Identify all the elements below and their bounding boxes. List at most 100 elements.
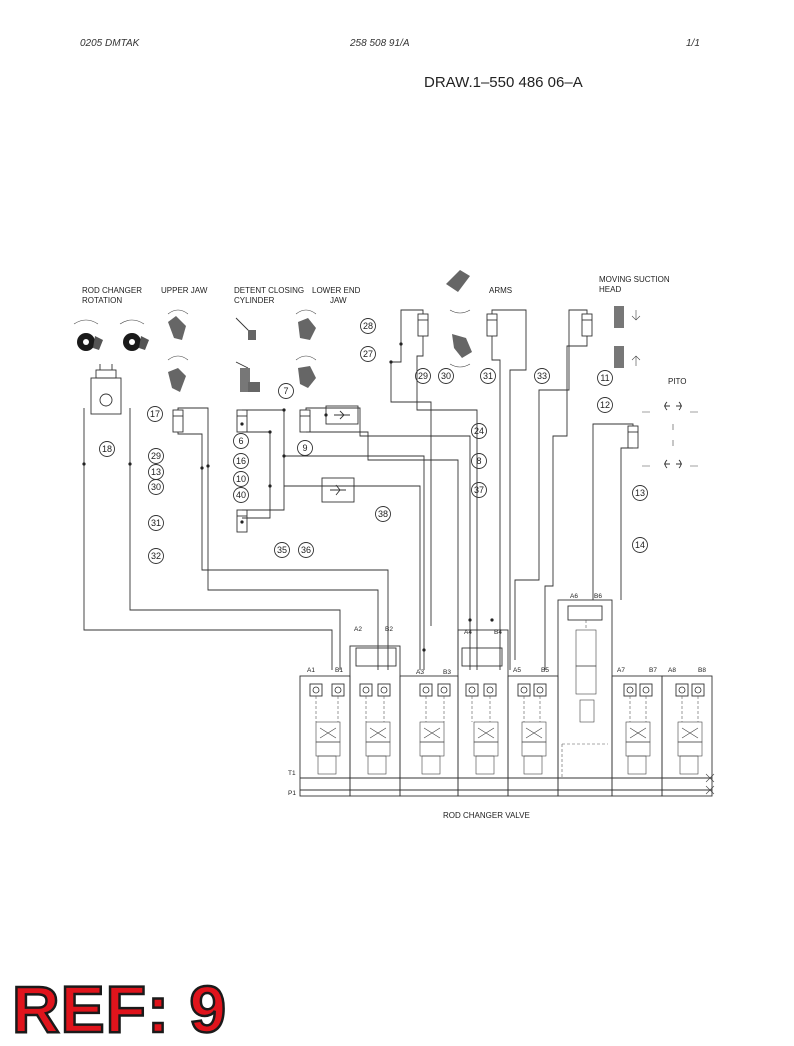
hose-callout-label: 10: [236, 474, 246, 484]
rod-changer-valve-bank: A1 B1 A2 B2 A3 B3 A4 B4 A5 B5 A6 B6 A7 B…: [288, 593, 715, 820]
hose-callouts: 18 17 29 13 30 31 32 16 6 7 9 10 40 35 3…: [99, 318, 648, 564]
hose-callout-label: 9: [302, 443, 307, 453]
rotation-motor-icon-left: [73, 319, 103, 351]
arms-icon-down: [449, 334, 472, 368]
label-line: ROD CHANGER: [82, 286, 142, 295]
suction-head-icon-up: [614, 346, 641, 368]
hose-callout-label: 27: [363, 349, 373, 359]
drawing-number: DRAW.1–550 486 06–A: [424, 74, 583, 91]
hose-callout: 29: [148, 448, 164, 464]
label-line: LOWER END: [312, 286, 361, 295]
valve-section-4: [457, 629, 509, 797]
suction-head-icon-down: [614, 306, 641, 328]
label-line: PITO: [668, 377, 687, 386]
hose-callout-label: 29: [151, 451, 161, 461]
hose-callout-label: 16: [236, 456, 246, 466]
hose-callout: 10: [233, 471, 249, 487]
upper-jaw-icon-open: [167, 309, 189, 340]
label-rod-changer-rotation: ROD CHANGER ROTATION: [82, 286, 142, 305]
valve-title: ROD CHANGER VALVE: [443, 811, 530, 820]
port-label-b7: B7: [649, 667, 657, 674]
line-label-t1: T1: [288, 770, 296, 777]
hose-callout-label: 8: [476, 456, 481, 466]
port-label-a2: A2: [354, 626, 362, 633]
hose-callout: 29: [415, 368, 431, 384]
hose-callout-label: 30: [441, 371, 451, 381]
check-valve-block-upper: [325, 405, 359, 425]
hose-callout: 28: [360, 318, 376, 334]
hose-callout: 37: [471, 482, 487, 498]
hose-callout: 30: [438, 368, 454, 384]
valve-section-6: [557, 599, 613, 797]
port-label-b4: B4: [494, 629, 502, 636]
hose-callout: 7: [278, 383, 294, 399]
label-upper-jaw: UPPER JAW: [161, 286, 208, 295]
label-line: JAW: [330, 296, 347, 305]
label-line: DETENT CLOSING: [234, 286, 304, 295]
label-line: MOVING SUCTION: [599, 275, 670, 284]
hose-callout-label: 13: [635, 488, 645, 498]
port-label-a4: A4: [464, 629, 472, 636]
hose-callout: 18: [99, 441, 115, 457]
hose-callout: 14: [632, 537, 648, 553]
hose-callout-label: 33: [537, 371, 547, 381]
hose-callout-label: 40: [236, 490, 246, 500]
rotation-motor-icon-right: [119, 319, 149, 351]
cylinder-suction-head: [581, 313, 593, 337]
lower-jaw-icon-closed: [295, 355, 317, 388]
lower-jaw-icon-open: [295, 309, 317, 340]
hose-callout-label: 38: [378, 509, 388, 519]
port-label-b8: B8: [698, 667, 706, 674]
hose-callout-label: 31: [483, 371, 493, 381]
hose-callout-label: 7: [283, 386, 288, 396]
cylinder-pito: [627, 425, 639, 449]
port-label-b1: B1: [335, 667, 343, 674]
check-valve-block-lower: [321, 477, 355, 503]
port-label-a8: A8: [668, 667, 676, 674]
hose-callout-label: 35: [277, 545, 287, 555]
header-left: 0205 DMTAK: [80, 38, 140, 49]
hose-callout: 13: [632, 485, 648, 501]
port-label-a7: A7: [617, 667, 625, 674]
upper-jaw-icon-closed: [167, 355, 189, 392]
pito-coupling-icon: [642, 401, 698, 469]
hose-callout: 36: [298, 542, 314, 558]
port-label-a6: A6: [570, 593, 578, 600]
hose-callout-label: 29: [418, 371, 428, 381]
label-line: UPPER JAW: [161, 286, 208, 295]
line-label-p1: P1: [288, 790, 296, 797]
label-detent-closing-cylinder: DETENT CLOSING CYLINDER: [234, 286, 304, 305]
hose-callout: 8: [471, 453, 487, 469]
port-label-a5: A5: [513, 667, 521, 674]
hose-callout-label: 14: [635, 540, 645, 550]
hose-callout: 6: [233, 433, 249, 449]
hose-callout-label: 31: [151, 518, 161, 528]
hose-callout-label: 17: [150, 409, 160, 419]
label-pito: PITO: [668, 377, 687, 386]
hose-callout-label: 6: [238, 436, 243, 446]
hose-callout-label: 13: [151, 467, 161, 477]
port-label-b3: B3: [443, 669, 451, 676]
hose-callout: 32: [148, 548, 164, 564]
hose-callout-label: 32: [151, 551, 161, 561]
arms-icon-up: [446, 270, 471, 314]
hose-callout-label: 24: [474, 426, 484, 436]
hose-lines: [83, 309, 634, 670]
label-lower-end-jaw: LOWER END JAW: [312, 286, 361, 305]
label-line: ARMS: [489, 286, 512, 295]
hose-callout: 16: [233, 453, 249, 469]
label-moving-suction-head: MOVING SUCTION HEAD: [599, 275, 670, 294]
hose-callout: 27: [360, 346, 376, 362]
hose-callout-label: 11: [600, 373, 609, 383]
ref-label: REF: 9: [11, 972, 228, 1046]
hose-callout-label: 36: [301, 545, 311, 555]
port-label-a1: A1: [307, 667, 315, 674]
header-right: 1/1: [686, 38, 700, 49]
cylinder-arms-left: [417, 313, 429, 337]
hose-callout-label: 12: [600, 400, 610, 410]
label-line: HEAD: [599, 285, 621, 294]
hose-callout-label: 30: [151, 482, 161, 492]
hose-callout: 17: [147, 406, 163, 422]
hose-callout: 13: [148, 464, 164, 480]
